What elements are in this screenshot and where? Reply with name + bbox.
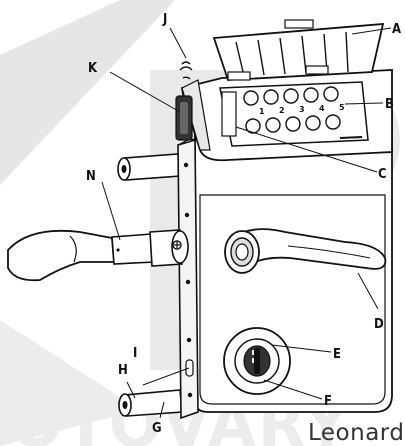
- brand-label: Leonardo: [308, 420, 405, 446]
- keypad-digit: 1: [259, 107, 265, 116]
- keypad-digit: 2: [279, 106, 285, 115]
- leader-lines: [101, 27, 392, 419]
- callout-n: N: [86, 169, 96, 184]
- callout-d: D: [374, 317, 384, 332]
- callout-b: B: [385, 97, 394, 112]
- callout-j: J: [162, 12, 167, 27]
- reset-button-c: [221, 91, 237, 137]
- key-cylinder-e-f: [223, 327, 291, 395]
- callout-a: A: [392, 22, 401, 37]
- callout-i: I: [133, 346, 137, 361]
- keypad-lid-a: [212, 19, 385, 81]
- callout-g: G: [152, 421, 162, 436]
- lever-handle-d: [224, 228, 387, 274]
- keypad-digit: 5: [339, 103, 345, 112]
- keypad-digit: 3: [299, 105, 305, 114]
- callout-k: K: [88, 61, 98, 76]
- callout-h: H: [118, 363, 128, 378]
- keypad-buttons-b: 1 2 3 4 5: [219, 81, 369, 147]
- callout-labels: A B C D E F G H I J K N: [86, 12, 401, 436]
- callout-e: E: [333, 347, 341, 362]
- callout-f: F: [324, 394, 332, 409]
- keypad-digit: 4: [319, 104, 325, 113]
- faceplate: [177, 137, 206, 420]
- spindle-upper: [117, 153, 181, 181]
- pull-handle-n: [7, 229, 189, 282]
- spindle-h: [118, 389, 183, 417]
- callout-c: C: [378, 167, 387, 182]
- release-slot-i: [185, 359, 194, 377]
